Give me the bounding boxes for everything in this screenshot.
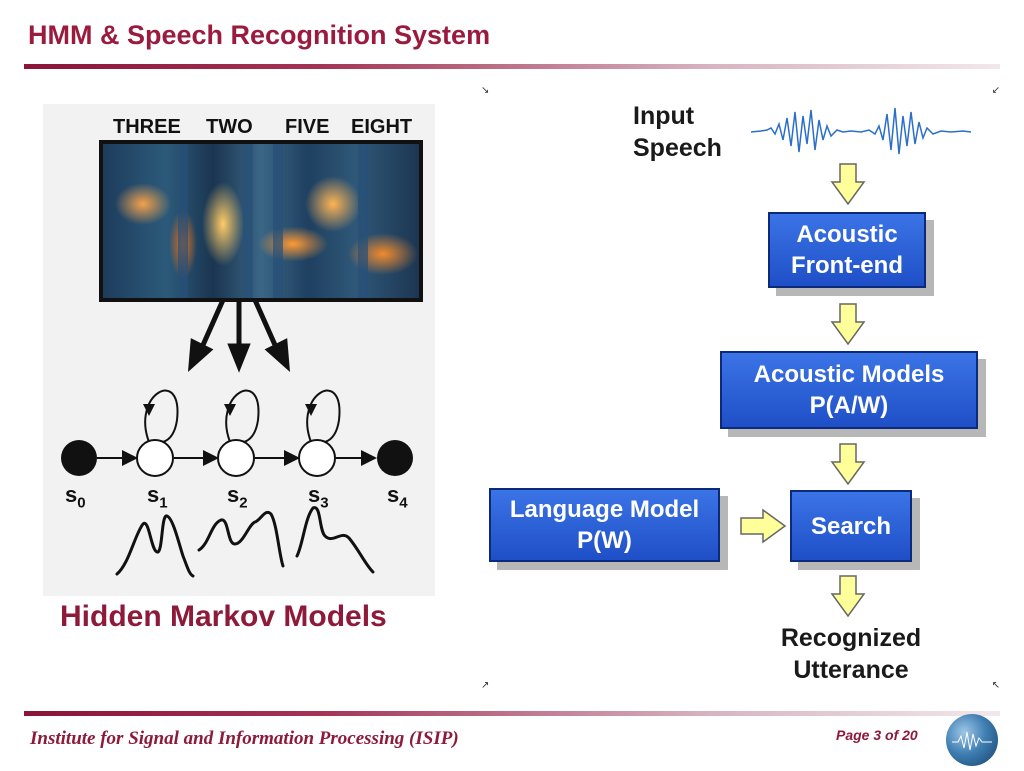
self-loop-s2 [225,389,260,443]
page-number: Page 3 of 20 [836,727,918,743]
spectrogram-band [178,144,188,298]
word-five: FIVE [285,116,330,138]
arrow-acoustic-models-to-search [830,443,866,486]
spectrogram-band [358,144,368,298]
hmm-state-diagram [61,298,413,578]
output-distribution-s1 [115,514,195,578]
spectrogram-band [243,144,253,298]
slide-title: HMM & Speech Recognition System [28,20,491,50]
state-s0 [61,440,97,476]
input-speech-label: Input Speech [633,102,722,162]
spectrogram-image [99,140,423,302]
word-eight: EIGHT [351,116,413,138]
recognized-utterance-label: Recognized Utterance [780,624,922,684]
output-distribution-s3 [295,506,375,574]
footer-institute: Institute for Signal and Information Pro… [30,728,459,749]
hmm-figure: THREE TWO FIVE EIGHT [43,104,435,596]
search-box: Search [790,490,912,562]
arrow-language-model-to-search [740,508,787,544]
state-label-s4: s4 [387,482,408,512]
state-label-s1: s1 [147,482,168,512]
crop-mark-top-right: ↙ [991,85,1000,96]
arrow-speech-to-front-end [830,163,866,206]
crop-mark-top-left: ↘ [481,85,490,96]
crop-mark-bottom-right: ↖ [991,680,1000,691]
state-label-s2: s2 [227,482,248,512]
crop-mark-bottom-left: ↗ [481,680,490,691]
footer-rule [24,711,1000,716]
state-s3 [298,439,336,477]
input-waveform [751,107,971,155]
arrow-search-to-output [830,575,866,618]
spectrogram-band [273,144,283,298]
title-rule [24,64,1000,69]
spectrogram-to-states-arrows [187,298,291,373]
logo-waveform-icon [952,731,992,751]
word-two: TWO [206,116,253,138]
output-distribution-s2 [197,510,285,568]
state-s1 [136,439,174,477]
state-label-s3: s3 [308,482,329,512]
self-loop-s3 [306,389,341,443]
word-three: THREE [113,116,181,138]
isip-logo [946,714,998,766]
self-loop-s1 [144,389,179,443]
state-s4 [377,440,413,476]
hmm-caption: Hidden Markov Models [60,600,387,633]
state-s2 [217,439,255,477]
arrow-front-end-to-acoustic-models [830,303,866,346]
state-label-s0: s0 [65,482,86,512]
